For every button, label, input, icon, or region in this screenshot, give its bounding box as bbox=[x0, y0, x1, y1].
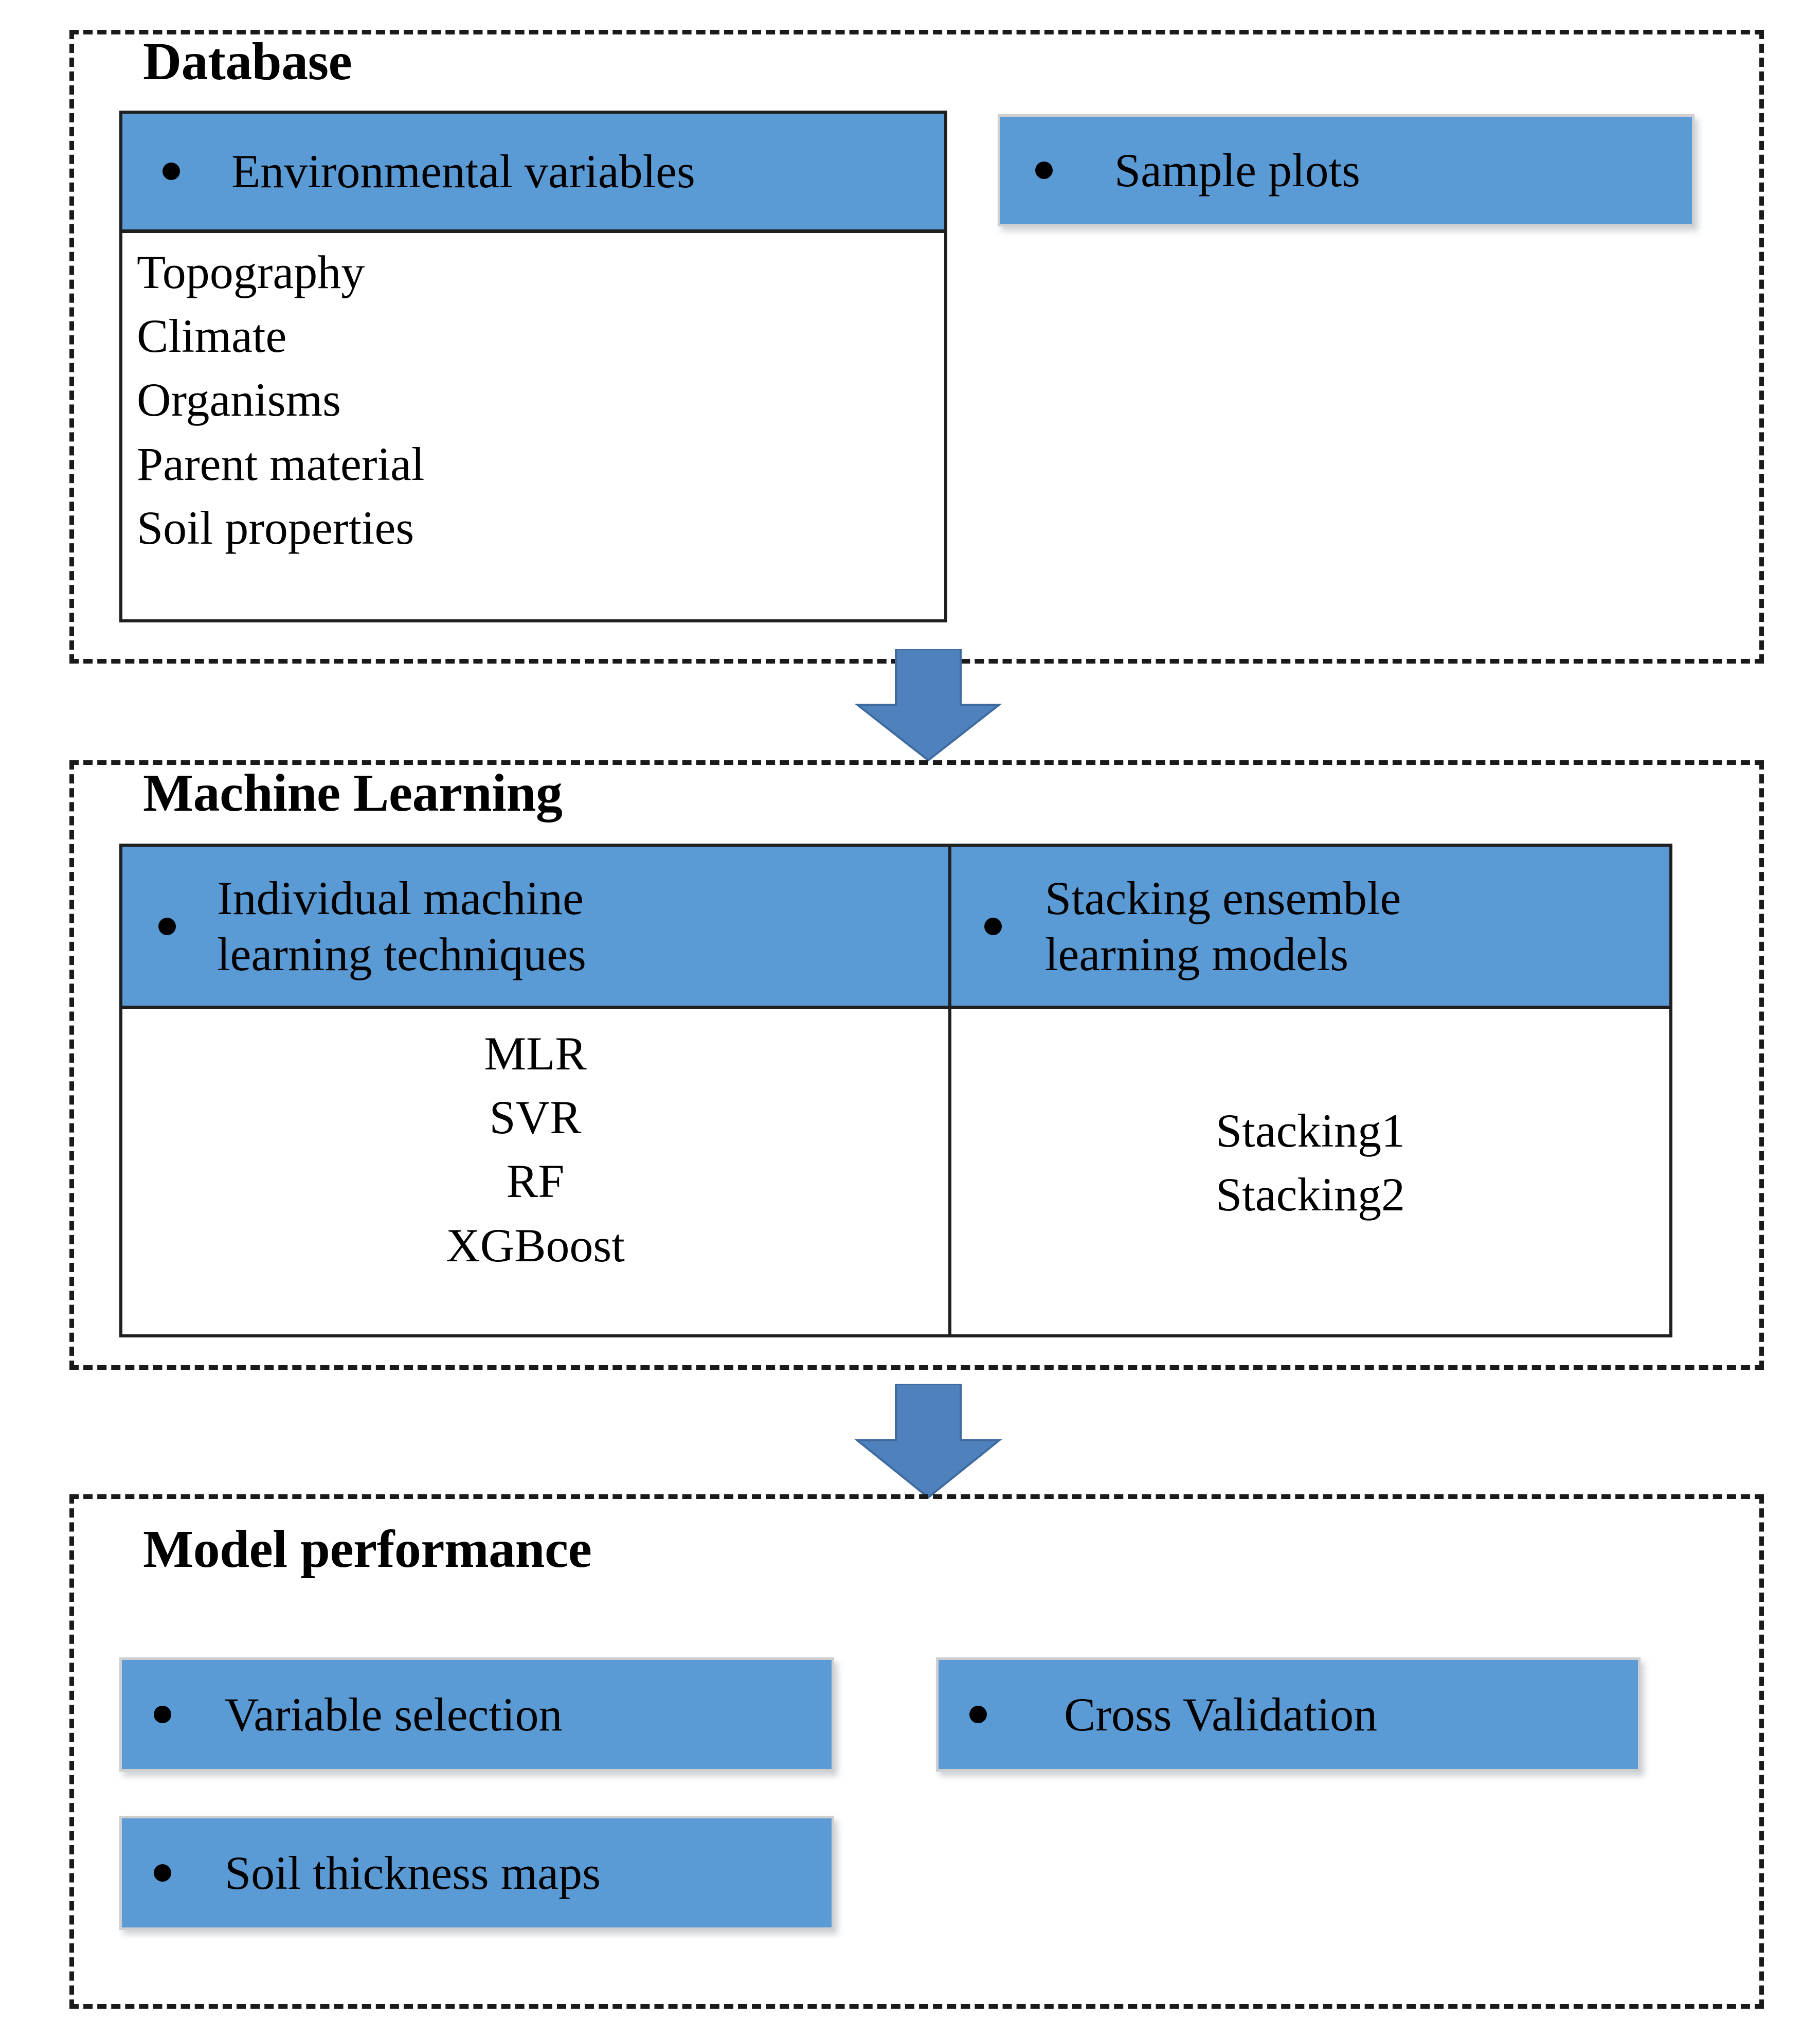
list-item-topography: Topography bbox=[137, 246, 365, 298]
table-machine-learning: Individual machine learning techniques S… bbox=[119, 844, 1672, 1337]
bullet-row: Stacking ensemble learning models bbox=[962, 870, 1659, 982]
list-environmental-variables: Topography Climate Organisms Parent mate… bbox=[137, 240, 934, 560]
list-item-xgboost: XGBoost bbox=[446, 1219, 625, 1272]
list-item-mlr: MLR bbox=[484, 1027, 587, 1080]
box-label-soil-thickness-maps: Soil thickness maps bbox=[225, 1846, 601, 1899]
arrow-database-to-ml bbox=[854, 649, 1003, 762]
stage-title-database: Database bbox=[143, 32, 352, 91]
header-label-individual-techniques: Individual machine learning techniques bbox=[217, 871, 586, 980]
bullet-row: Sample plots bbox=[1014, 142, 1679, 199]
bullet-icon bbox=[154, 1864, 171, 1882]
bullet-icon bbox=[158, 917, 176, 935]
header-environmental-variables: Environmental variables bbox=[122, 114, 944, 233]
bullet-row: Cross Validation bbox=[952, 1687, 1625, 1743]
arrow-ml-to-performance bbox=[854, 1384, 1003, 1499]
list-stacking-models: Stacking1 Stacking2 bbox=[951, 1099, 1669, 1226]
list-item-soil-properties: Soil properties bbox=[137, 501, 415, 554]
list-item-stacking1: Stacking1 bbox=[1216, 1104, 1405, 1157]
bullet-row: Environmental variables bbox=[136, 144, 931, 200]
box-sample-plots[interactable]: Sample plots bbox=[998, 114, 1695, 226]
list-item-stacking2: Stacking2 bbox=[1216, 1168, 1405, 1221]
list-item-svr: SVR bbox=[489, 1091, 582, 1144]
bullet-row: Individual machine learning techniques bbox=[133, 870, 938, 982]
bullet-icon bbox=[154, 1705, 171, 1723]
box-label-variable-selection: Variable selection bbox=[225, 1688, 563, 1741]
stage-title-machine-learning: Machine Learning bbox=[143, 763, 563, 823]
list-item-rf: RF bbox=[506, 1155, 565, 1208]
box-label-cross-validation: Cross Validation bbox=[1064, 1688, 1378, 1741]
box-variable-selection[interactable]: Variable selection bbox=[119, 1657, 834, 1772]
bullet-icon bbox=[1035, 161, 1053, 179]
bullet-icon bbox=[163, 163, 180, 181]
list-item-climate: Climate bbox=[137, 310, 287, 363]
bullet-row: Variable selection bbox=[135, 1687, 818, 1743]
header-label-environmental-variables: Environmental variables bbox=[231, 145, 695, 198]
down-arrow-icon bbox=[854, 649, 1002, 762]
box-soil-thickness-maps[interactable]: Soil thickness maps bbox=[119, 1816, 834, 1930]
header-individual-techniques: Individual machine learning techniques bbox=[122, 847, 948, 1009]
bullet-row: Soil thickness maps bbox=[135, 1845, 818, 1901]
header-stacking-models: Stacking ensemble learning models bbox=[951, 847, 1669, 1009]
list-item-organisms: Organisms bbox=[137, 373, 341, 426]
box-label-sample-plots: Sample plots bbox=[1114, 144, 1360, 196]
down-arrow-icon bbox=[854, 1384, 1002, 1499]
box-cross-validation[interactable]: Cross Validation bbox=[936, 1657, 1641, 1772]
stage-machine-learning bbox=[69, 760, 1764, 1370]
list-individual-techniques: MLR SVR RF XGBoost bbox=[122, 1022, 948, 1277]
table-environmental-variables: Environmental variables Topography Clima… bbox=[119, 111, 947, 622]
header-label-stacking-models: Stacking ensemble learning models bbox=[1045, 871, 1401, 980]
table-column-divider bbox=[948, 847, 951, 1334]
bullet-icon bbox=[984, 917, 1002, 935]
list-item-parent-material: Parent material bbox=[137, 437, 425, 490]
stage-title-model-performance: Model performance bbox=[143, 1520, 592, 1579]
stage-model-performance bbox=[69, 1494, 1764, 2009]
bullet-icon bbox=[969, 1705, 987, 1723]
